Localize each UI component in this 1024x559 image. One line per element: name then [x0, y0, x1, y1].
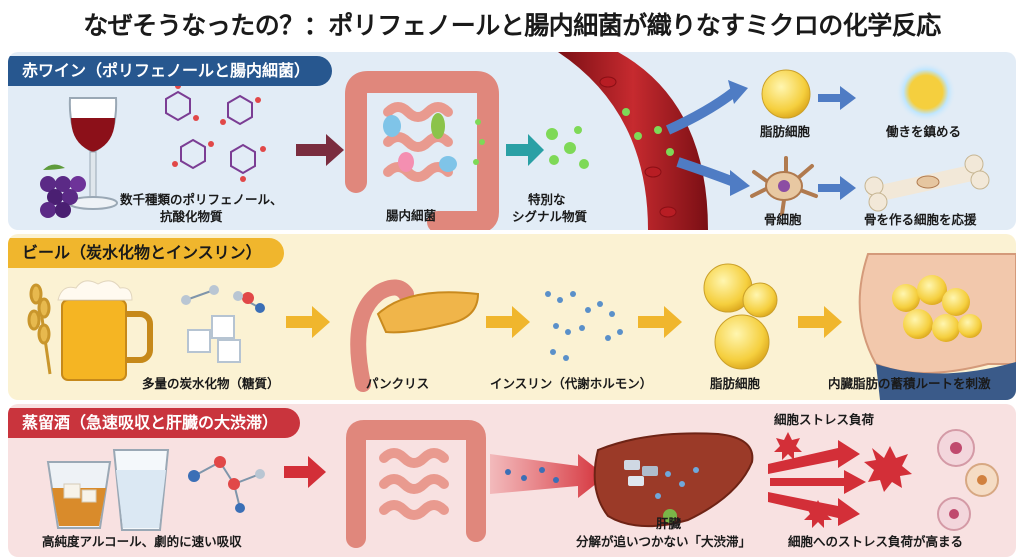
spirits-illustration: [46, 420, 999, 548]
bone-effect-label: 骨を作る細胞を応援: [864, 212, 977, 227]
polyphenol-label: 数千種類のポリフェノール、: [120, 192, 283, 207]
insulin-molecules-icon: [545, 291, 623, 361]
carbs-label: 多量の炭水化物（糖質）: [142, 376, 280, 391]
arrow-icon: [676, 157, 736, 187]
water-glass-icon: [112, 449, 170, 531]
section-heading-red-wine: 赤ワイン（ポリフェノールと腸内細菌）: [8, 56, 333, 86]
liver-icon: [593, 432, 754, 528]
bone-icon: [864, 154, 990, 212]
section-heading-spirits: 蒸留酒（急速吸収と肝臓の大渋滞）: [8, 408, 301, 438]
pancreas-icon: [350, 279, 480, 392]
signal-label-line2: シグナル物質: [512, 209, 588, 224]
signal-label: 特別な: [528, 192, 566, 207]
carbohydrate-molecule-icon: [181, 285, 265, 363]
alcohol-label: 高純度アルコール、劇的に速い吸収: [42, 534, 242, 549]
polyphenol-label-line2: 抗酸化物質: [160, 209, 223, 224]
fast-absorption-arrow-icon: [490, 454, 606, 498]
intestine-icon: [345, 71, 499, 230]
arrow-icon: [798, 306, 842, 338]
intestine-icon: [346, 420, 486, 548]
whiskey-glass-icon: [46, 461, 112, 529]
spirits-section: 蒸留酒（急速吸収と肝臓の大渋滞） 高純度アルコール、劇的に速い吸収 肝臓 分解が…: [8, 404, 1016, 557]
stress-rise-label: 細胞へのストレス負荷が高まる: [788, 534, 964, 549]
arrow-icon: [286, 306, 330, 338]
blood-vessel-icon: [558, 52, 708, 230]
bone-cell-label: 骨細胞: [764, 212, 802, 227]
liver-jam-label: 分解が追いつかない「大渋滞」: [576, 534, 752, 549]
bone-cell-icon: [750, 156, 818, 216]
fat-cell-icon: [761, 69, 811, 119]
grapes-icon: [40, 164, 86, 218]
arrow-icon: [638, 306, 682, 338]
visceral-fat-label: 内臓脂肪の蓄積ルートを刺激: [828, 376, 991, 391]
red-wine-illustration: [40, 52, 990, 230]
beer-illustration: [27, 253, 1016, 400]
cell-stress-label: 細胞ストレス負荷: [774, 412, 875, 427]
fat-cell-label: 脂肪細胞: [710, 376, 761, 391]
arrow-icon: [486, 306, 530, 338]
ethanol-molecule-icon: [188, 456, 265, 513]
polyphenol-molecules-icon: [165, 83, 266, 182]
arrow-icon: [296, 134, 344, 166]
arrow-icon: [818, 86, 856, 110]
fat-cell-label: 脂肪細胞: [760, 124, 811, 139]
fat-cell-effect-label: 働きを鎮める: [886, 124, 962, 139]
wine-glass-icon: [68, 97, 118, 210]
section-heading-beer: ビール（炭水化物とインスリン）: [8, 238, 284, 268]
arrow-icon: [506, 134, 544, 166]
calm-fat-cell-icon: [896, 62, 956, 122]
insulin-label: インスリン（代謝ホルモン）: [490, 376, 653, 391]
stressed-cells-icon: [937, 429, 999, 531]
beer-mug-icon: [57, 280, 153, 381]
signal-molecule-icon: [546, 126, 589, 169]
fat-cells-icon: [703, 263, 778, 370]
liver-label: 肝臓: [656, 516, 682, 531]
page-title: なぜそうなったの？：ポリフェノールと腸内細菌が織りなすミクロの化学反応: [83, 11, 941, 40]
arrow-icon: [284, 456, 326, 488]
gut-bacteria-label: 腸内細菌: [386, 208, 437, 223]
wheat-icon: [27, 283, 52, 375]
arrow-icon: [818, 176, 856, 200]
stress-burst-icon: [774, 432, 912, 528]
beer-section: ビール（炭水化物とインスリン） 多量の炭水化物（糖質） パンクリス インスリン（…: [8, 234, 1016, 400]
red-wine-section: 赤ワイン（ポリフェノールと腸内細菌） 数千種類のポリフェノール、 抗酸化物質 腸…: [8, 52, 1016, 230]
arrow-icon: [665, 88, 738, 135]
belly-fat-icon: [858, 253, 1016, 400]
pancreas-label: パンクリス: [366, 376, 430, 391]
